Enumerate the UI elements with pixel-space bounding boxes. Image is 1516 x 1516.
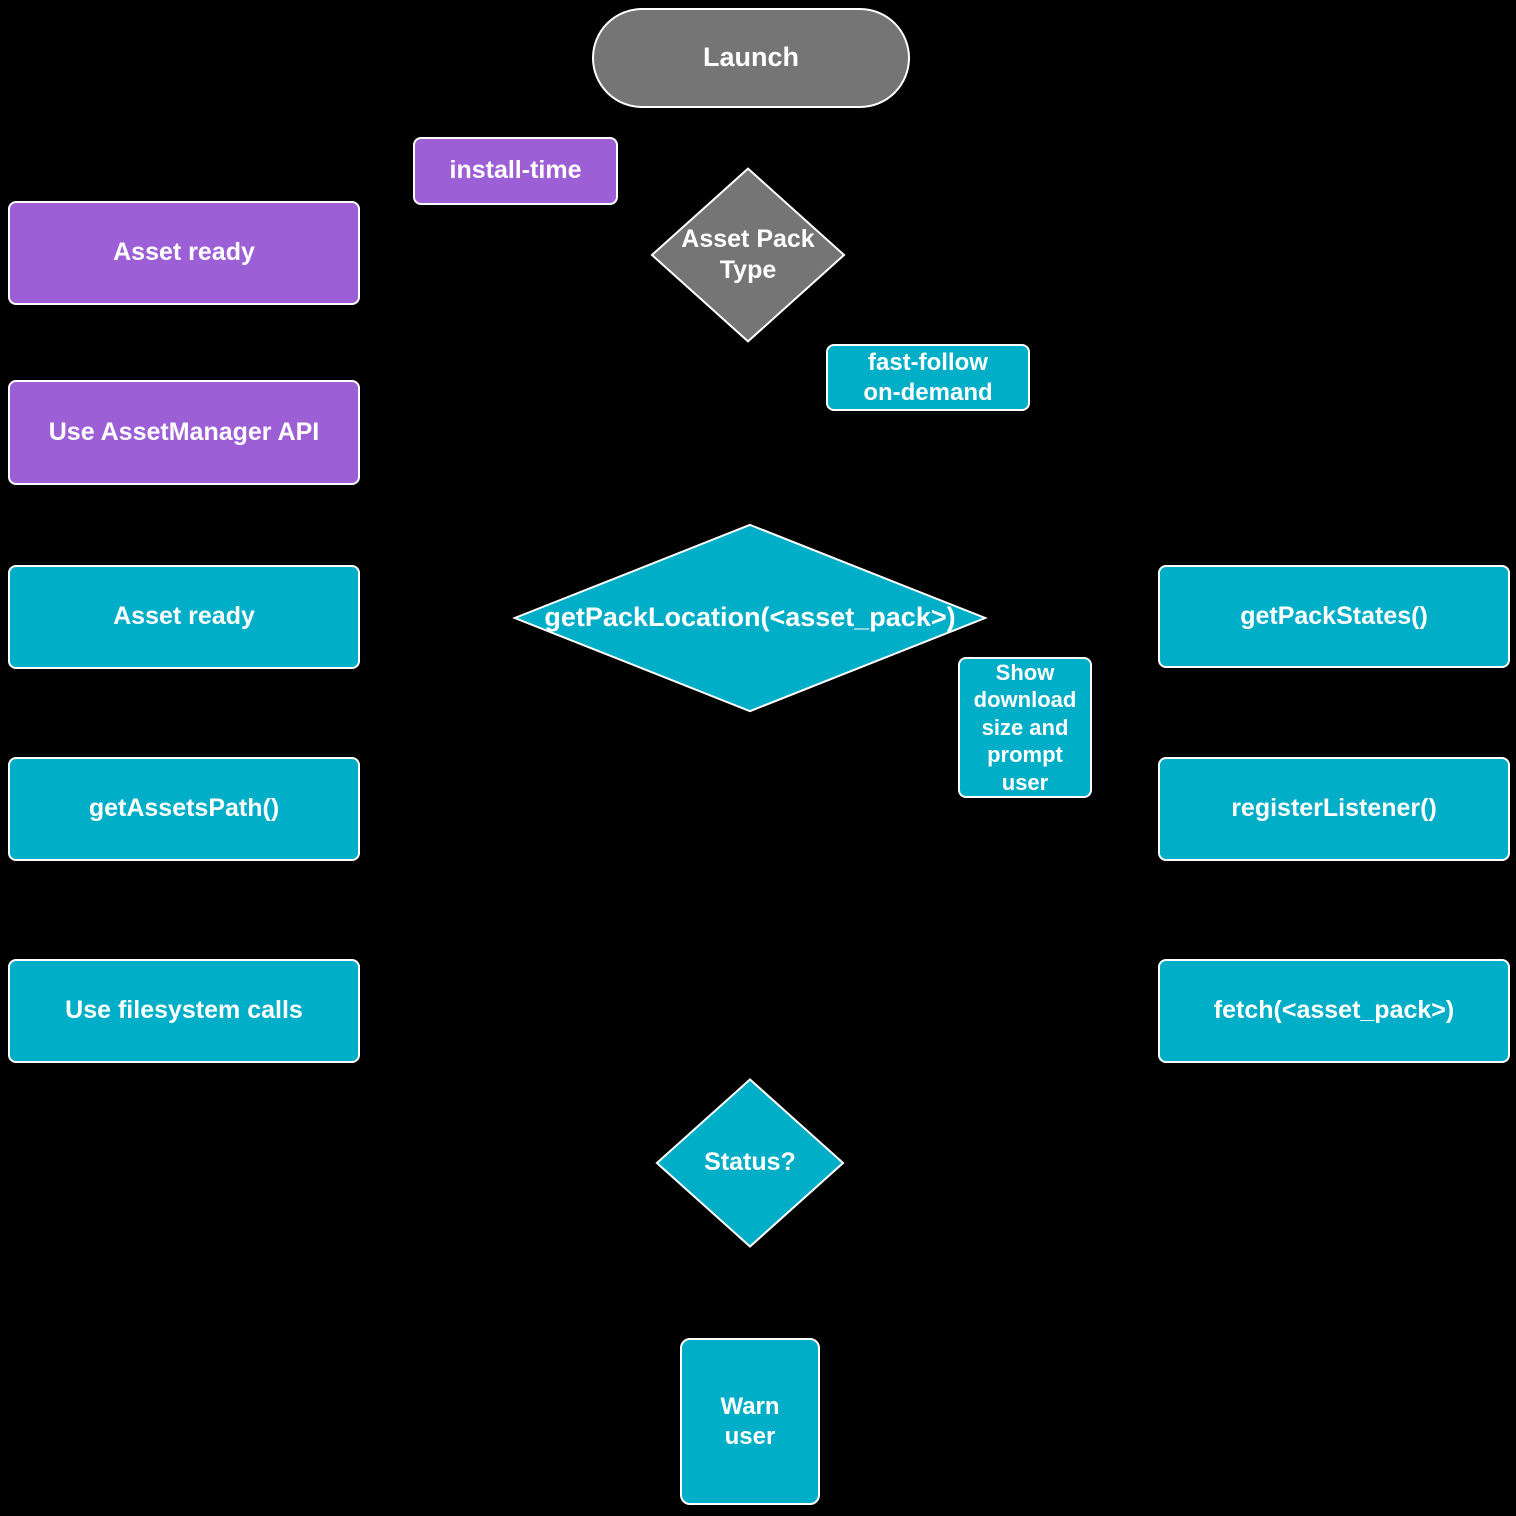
node-get-assets-path: getAssetsPath() <box>8 757 360 861</box>
node-register-listener-label: registerListener() <box>1231 794 1437 823</box>
node-asset-ready-on-demand: Asset ready <box>8 565 360 669</box>
node-warn-user-label: Warn user <box>720 1392 780 1450</box>
node-get-pack-states: getPackStates() <box>1158 565 1510 668</box>
decision-asset-pack-type: Asset Pack Type <box>650 165 846 345</box>
node-asset-ready-install-time-label: Asset ready <box>113 238 255 267</box>
decision-status-label: Status? <box>704 1148 796 1177</box>
edge-label-fast-follow-on-demand-text: fast-follow on-demand <box>863 348 993 406</box>
node-launch: Launch <box>592 8 910 108</box>
diamond-shape-icon <box>650 165 846 345</box>
decision-get-pack-location: getPackLocation(<asset_pack>) <box>510 521 990 715</box>
decision-status: Status? <box>655 1076 845 1250</box>
node-show-download-size-prompt-user: Show download size and prompt user <box>958 657 1092 798</box>
edge-label-fast-follow-on-demand: fast-follow on-demand <box>826 344 1030 411</box>
node-asset-ready-install-time: Asset ready <box>8 201 360 305</box>
node-get-pack-states-label: getPackStates() <box>1240 601 1428 630</box>
node-register-listener: registerListener() <box>1158 757 1510 861</box>
diamond-shape-icon <box>655 1076 845 1250</box>
node-asset-ready-on-demand-label: Asset ready <box>113 602 255 631</box>
decision-get-pack-location-label: getPackLocation(<asset_pack>) <box>544 602 956 633</box>
edge-label-install-time: install-time <box>413 137 618 205</box>
diamond-shape-icon <box>510 521 990 715</box>
node-use-assetmanager-api: Use AssetManager API <box>8 380 360 485</box>
node-launch-label: Launch <box>702 42 799 73</box>
node-fetch-asset-pack-label: fetch(<asset_pack>) <box>1213 996 1455 1025</box>
node-use-filesystem-calls-label: Use filesystem calls <box>65 996 303 1025</box>
node-use-filesystem-calls: Use filesystem calls <box>8 959 360 1063</box>
node-use-assetmanager-api-label: Use AssetManager API <box>48 417 320 446</box>
node-warn-user: Warn user <box>680 1338 820 1505</box>
decision-asset-pack-type-label: Asset Pack Type <box>681 224 815 284</box>
node-fetch-asset-pack: fetch(<asset_pack>) <box>1158 959 1510 1063</box>
node-show-download-size-prompt-user-label: Show download size and prompt user <box>973 659 1077 795</box>
edge-label-install-time-text: install-time <box>449 156 582 185</box>
node-get-assets-path-label: getAssetsPath() <box>88 794 280 823</box>
